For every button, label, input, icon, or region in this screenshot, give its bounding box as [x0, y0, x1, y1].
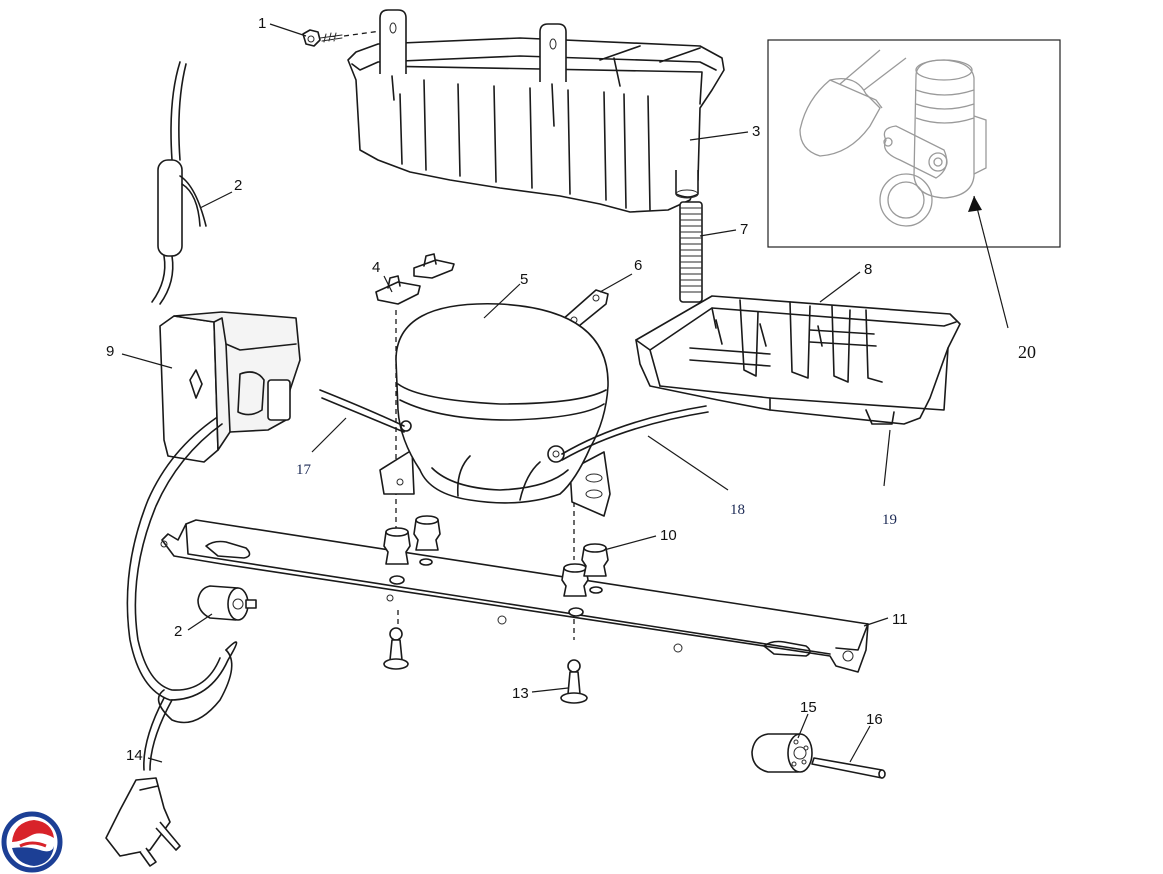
leader-15: [797, 713, 809, 739]
leader-20-arrowhead: [968, 196, 982, 212]
callout-15: 15: [800, 699, 817, 716]
callout-16: 16: [866, 711, 883, 728]
grommet-part-15: [751, 733, 813, 773]
callout-2-lower: 2: [174, 623, 182, 640]
leader-17: [311, 417, 347, 453]
callout-labels: 1 2 2 3 4 5 6 7 8 9 10 11 13 14 15 16 17…: [106, 15, 1036, 764]
callout-8: 8: [864, 261, 872, 278]
logo-blue-swirl: [12, 846, 54, 866]
callout-2: 2: [234, 177, 242, 194]
leader-8: [819, 271, 861, 303]
callout-13: 13: [512, 685, 529, 702]
leader-14: [147, 757, 163, 763]
leader-4: [383, 275, 393, 293]
leader-18: [647, 435, 729, 491]
leader-1: [269, 23, 307, 37]
capillary-tube-part-2: [151, 61, 207, 305]
pin-part-16: [811, 757, 886, 779]
callout-4: 4: [372, 259, 380, 276]
inset-detail-part-20: [767, 39, 1061, 248]
evaporation-tray-part-8: [635, 295, 961, 425]
logo-red-swirl: [12, 820, 54, 842]
compressor-part-5: [319, 302, 709, 517]
logo-inner-stroke: [19, 841, 47, 848]
feet-part-13: [383, 627, 588, 704]
grommet-part-2: [197, 585, 257, 621]
clips-part-4: [375, 253, 455, 305]
drain-hose-part-7: [679, 201, 703, 303]
drip-tray-part-3: [347, 9, 725, 213]
callout-6: 6: [634, 257, 642, 274]
leader-16: [849, 725, 871, 763]
leader-2b: [187, 613, 213, 631]
callout-9: 9: [106, 343, 114, 360]
power-cord-part-14: [105, 417, 238, 867]
callout-10: 10: [660, 527, 677, 544]
rubber-grommets-part-10: [383, 515, 609, 617]
callout-3: 3: [752, 123, 760, 140]
leader-10: [603, 535, 657, 551]
callout-19: 19: [882, 512, 897, 528]
base-rail-part-11: [160, 519, 869, 673]
callout-5: 5: [520, 271, 528, 288]
leader-7: [699, 229, 737, 237]
callout-11: 11: [892, 611, 908, 628]
leader-11: [863, 617, 889, 627]
leader-2: [199, 191, 233, 209]
callout-7: 7: [740, 221, 748, 238]
leader-13: [531, 687, 569, 693]
leader-19: [883, 429, 891, 487]
relay-box-part-9: [159, 311, 301, 463]
leader-3: [689, 131, 749, 141]
leader-6: [599, 273, 633, 293]
callout-14: 14: [126, 747, 143, 764]
callout-20: 20: [1018, 342, 1036, 362]
leader-20: [973, 195, 1009, 329]
leader-5: [483, 283, 521, 319]
brand-swirl-logo: [1, 811, 63, 873]
callout-18: 18: [730, 502, 745, 518]
callout-17: 17: [296, 462, 312, 478]
callout-1: 1: [258, 15, 266, 32]
leader-9: [121, 353, 173, 369]
callout-leaders: [121, 23, 1009, 763]
